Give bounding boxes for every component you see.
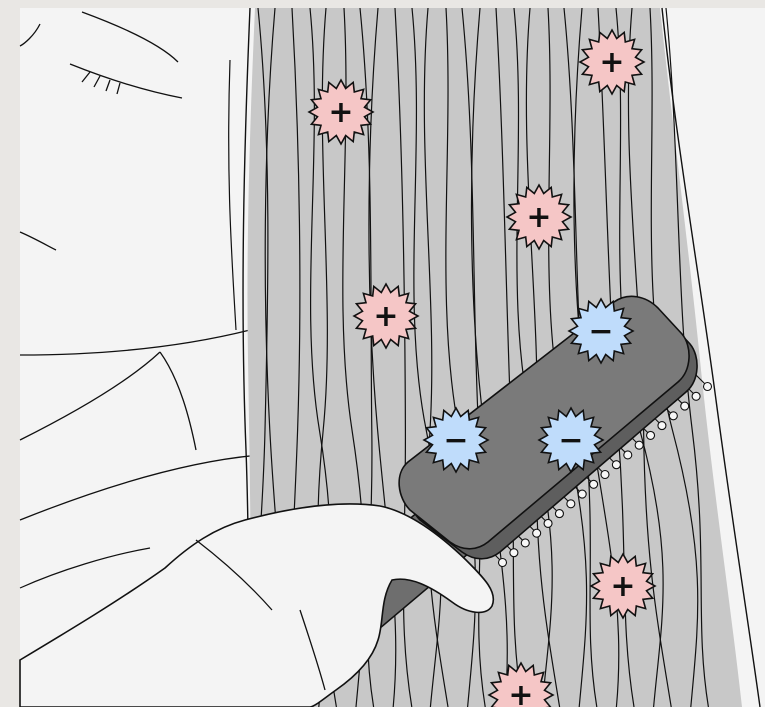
charge-symbol: + <box>526 200 551 235</box>
bristle-tip <box>612 461 620 469</box>
bristle-tip <box>635 441 643 449</box>
charge-symbol: + <box>599 45 624 80</box>
bristle-tip <box>544 519 552 527</box>
charge-symbol: + <box>328 95 353 130</box>
positive-charge-icon: + <box>309 80 373 144</box>
bristle-tip <box>555 510 563 518</box>
bristle-tip <box>658 422 666 430</box>
positive-charge-icon: + <box>580 30 644 94</box>
bristle-tip <box>704 383 712 391</box>
bristle-tip <box>590 480 598 488</box>
negative-charge-icon: − <box>569 299 633 363</box>
negative-charge-icon: − <box>539 408 603 472</box>
bristle-tip <box>578 490 586 498</box>
bristle-tip <box>669 412 677 420</box>
bristle-tip <box>647 431 655 439</box>
bristle-tip <box>567 500 575 508</box>
charge-symbol: + <box>610 569 635 604</box>
bristle-tip <box>681 402 689 410</box>
charge-symbol: − <box>443 423 468 458</box>
positive-charge-icon: + <box>507 185 571 249</box>
negative-charge-icon: − <box>424 408 488 472</box>
bristle-tip <box>521 539 529 547</box>
positive-charge-icon: + <box>591 554 655 618</box>
bristle-tip <box>692 392 700 400</box>
charge-symbol: + <box>508 678 533 707</box>
charge-symbol: − <box>558 423 583 458</box>
bristle-tip <box>499 559 507 567</box>
charge-symbol: − <box>588 314 613 349</box>
bristle-tip <box>510 549 518 557</box>
bristle-tip <box>533 529 541 537</box>
charge-symbol: + <box>373 299 398 334</box>
bristle-tip <box>601 471 609 479</box>
bristle-tip <box>624 451 632 459</box>
positive-charge-icon: + <box>354 284 418 348</box>
